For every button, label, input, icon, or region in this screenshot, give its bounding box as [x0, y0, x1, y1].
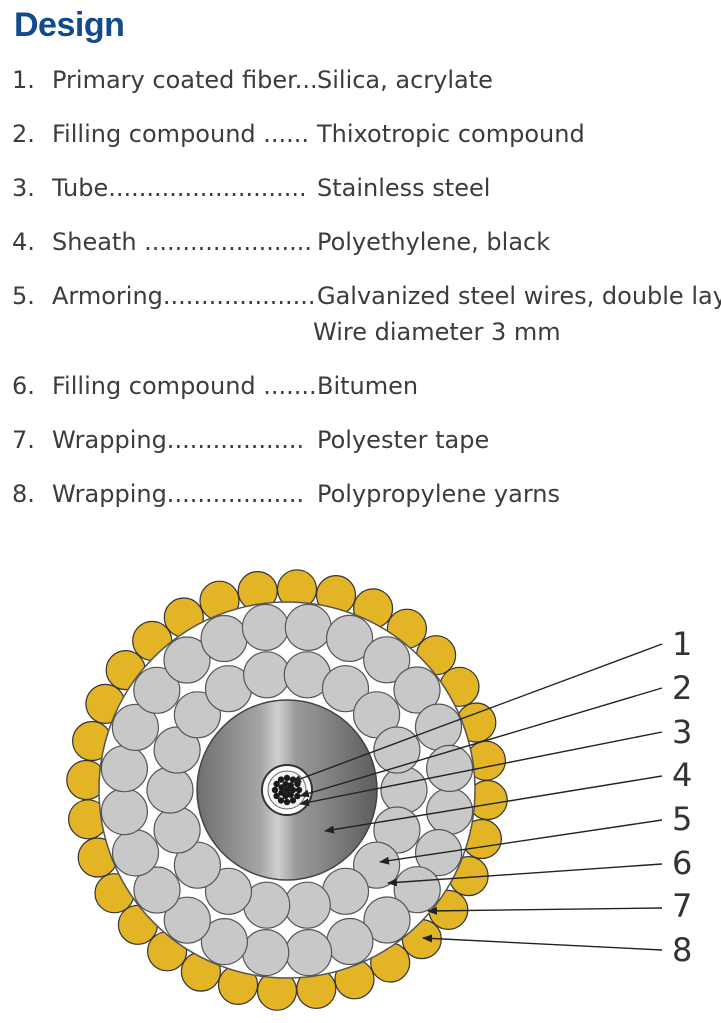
leader-line-7 — [427, 906, 663, 915]
armoring-outer-layer — [100, 603, 474, 977]
leader-line-4 — [324, 775, 663, 834]
armor-wire-outer — [242, 929, 290, 977]
armor-wire-inner — [146, 766, 194, 814]
spec-label: Filling compound ....... — [52, 372, 317, 400]
design-title: Design — [14, 6, 125, 44]
armor-wire-outer — [111, 829, 160, 877]
callout-label-7: 7 — [672, 887, 692, 925]
armor-wire-outer — [285, 929, 333, 977]
fiber — [287, 791, 294, 798]
armor-wire-inner — [243, 651, 291, 699]
spec-number: 6. — [12, 372, 35, 400]
armor-wire-outer — [363, 896, 411, 944]
armor-wire-inner — [204, 867, 253, 915]
spec-label: Primary coated fiber... — [52, 66, 318, 94]
armor-wire-outer — [393, 666, 441, 714]
fiber — [295, 786, 303, 794]
armor-wire-outer — [200, 614, 248, 663]
spec-number: 4. — [12, 228, 35, 256]
fiber — [273, 792, 280, 800]
fiber — [283, 774, 291, 782]
armor-wire-outer — [241, 603, 289, 652]
armor-wire-inner — [153, 806, 201, 854]
spec-label: Armoring.................... — [52, 282, 316, 310]
spec-label: Sheath ...................... — [52, 228, 313, 256]
armor-wire-outer — [326, 614, 374, 663]
armor-wire-outer — [284, 603, 332, 652]
armor-wire-inner — [173, 841, 221, 889]
spec-label: Tube.......................... — [52, 174, 307, 202]
leader-line-6 — [387, 863, 663, 887]
fiber — [278, 789, 285, 796]
leader-line-8 — [422, 934, 663, 951]
armor-wire-outer — [133, 666, 181, 714]
armor-wire-outer — [100, 745, 149, 793]
callout-label-5: 5 — [672, 800, 692, 838]
spec-number: 8. — [12, 480, 35, 508]
spec-label: Wrapping.................. — [52, 426, 305, 454]
spec-value: Stainless steel — [317, 174, 491, 202]
callout-label-1: 1 — [672, 625, 692, 663]
leader-line-2 — [299, 687, 663, 798]
fiber — [287, 782, 294, 789]
fiber — [283, 786, 291, 794]
leader-line-5 — [379, 819, 663, 865]
callout-label-3: 3 — [672, 713, 692, 751]
armor-wire-inner — [321, 665, 370, 713]
spec-value: Polyester tape — [317, 426, 490, 454]
fiber — [289, 797, 297, 804]
leader-line-1 — [291, 643, 663, 783]
spec-value: Silica, acrylate — [317, 66, 493, 94]
armor-wire-inner — [173, 691, 221, 739]
spec-value: Thixotropic compound — [317, 120, 585, 148]
armor-wire-outer — [200, 918, 248, 966]
spec-value: Bitumen — [317, 372, 419, 400]
spec-label: Wrapping.................. — [52, 480, 305, 508]
armor-wire-inner — [373, 726, 421, 774]
armoring-inner-layer — [146, 651, 428, 929]
armor-wire-outer — [111, 703, 159, 751]
cable-cross-section: 1 2 3 4 5 6 7 8 — [66, 569, 692, 1011]
armor-wire-inner — [353, 841, 401, 889]
spec-number: 7. — [12, 426, 35, 454]
fiber — [277, 776, 285, 783]
spec-value-line2: Wire diameter 3 mm — [313, 318, 561, 346]
callout-leader-lines — [291, 643, 663, 951]
fiber — [283, 798, 291, 806]
armor-wire-outer — [163, 636, 211, 684]
spec-value: Galvanized steel wires, double laye — [317, 282, 721, 310]
callout-label-6: 6 — [672, 844, 692, 882]
spec-number: 2. — [12, 120, 35, 148]
fiber — [294, 792, 301, 800]
armor-wire-inner — [380, 766, 428, 814]
callout-label-4: 4 — [672, 756, 692, 794]
spec-number: 1. — [12, 66, 35, 94]
callout-label-2: 2 — [672, 669, 692, 707]
armor-wire-outer — [363, 636, 411, 684]
fiber — [277, 797, 285, 804]
fiber — [294, 780, 301, 788]
armor-wire-inner — [353, 691, 401, 739]
spec-number: 3. — [12, 174, 35, 202]
fiber — [271, 786, 279, 794]
armor-wire-inner — [373, 806, 421, 854]
spec-value: Polyethylene, black — [317, 228, 551, 256]
spec-value: Polypropylene yarns — [317, 480, 560, 508]
armor-wire-outer — [163, 896, 211, 944]
leader-line-3 — [299, 731, 663, 807]
armor-wire-outer — [393, 866, 441, 914]
armor-wire-inner — [153, 726, 201, 774]
fiber — [273, 780, 280, 788]
callout-label-8: 8 — [672, 931, 692, 969]
armor-wire-outer — [326, 917, 374, 966]
spec-label: Filling compound ...... — [52, 120, 310, 148]
armor-wire-outer — [133, 866, 181, 914]
armor-wire-outer — [100, 788, 149, 836]
fiber — [282, 780, 289, 788]
armor-wire-inner — [283, 881, 331, 929]
spec-number: 5. — [12, 282, 35, 310]
armor-wire-outer — [426, 744, 474, 792]
